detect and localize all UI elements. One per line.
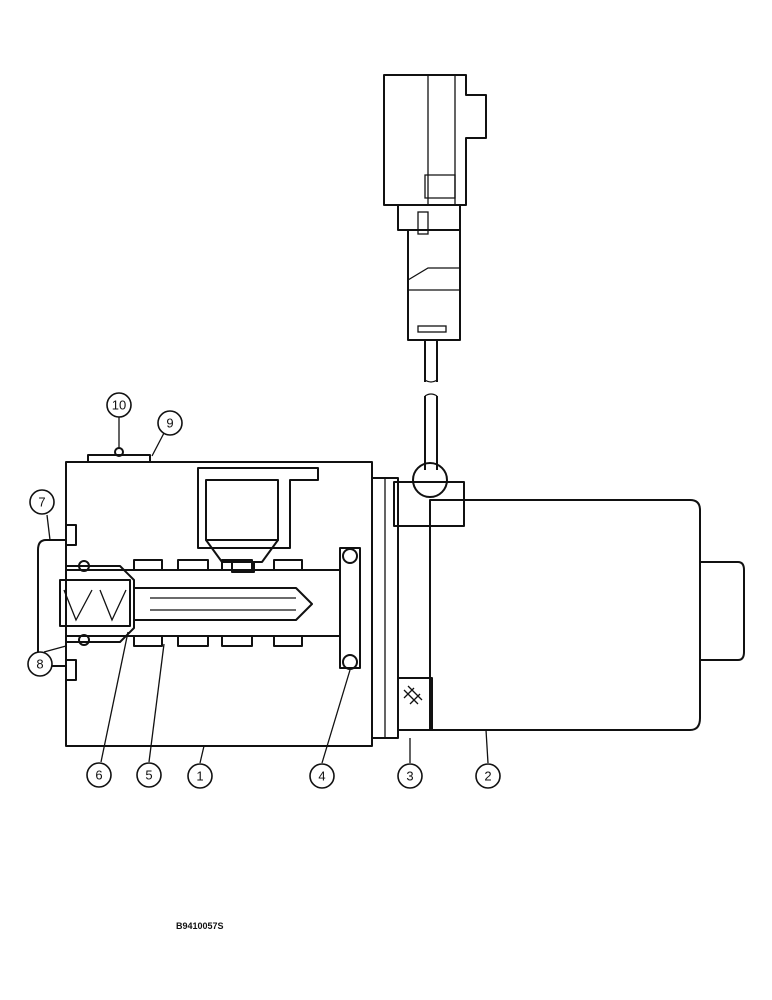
electrical-connector xyxy=(383,74,487,470)
svg-text:7: 7 xyxy=(38,495,45,510)
svg-text:6: 6 xyxy=(95,768,102,783)
callout-2: 2 xyxy=(475,763,501,789)
svg-text:8: 8 xyxy=(36,657,43,672)
callout-10: 10 xyxy=(106,392,132,418)
svg-text:4: 4 xyxy=(318,769,325,784)
svg-text:9: 9 xyxy=(166,416,173,431)
callout-9: 9 xyxy=(157,410,183,436)
callout-6: 6 xyxy=(86,762,112,788)
solenoid-coil xyxy=(393,462,745,731)
svg-text:3: 3 xyxy=(406,769,413,784)
reference-code: B9410057S xyxy=(176,921,224,931)
callout-1: 1 xyxy=(187,763,213,789)
leader-lines xyxy=(43,417,489,764)
hatch-mark-icon xyxy=(403,685,423,705)
callout-3: 3 xyxy=(397,763,423,789)
callout-4: 4 xyxy=(309,763,335,789)
valve-body xyxy=(37,447,373,747)
svg-text:5: 5 xyxy=(145,768,152,783)
callout-5: 5 xyxy=(136,762,162,788)
callout-8: 8 xyxy=(27,651,53,677)
svg-text:2: 2 xyxy=(484,769,491,784)
callout-7: 7 xyxy=(29,489,55,515)
svg-text:10: 10 xyxy=(112,398,126,413)
svg-text:1: 1 xyxy=(196,769,203,784)
